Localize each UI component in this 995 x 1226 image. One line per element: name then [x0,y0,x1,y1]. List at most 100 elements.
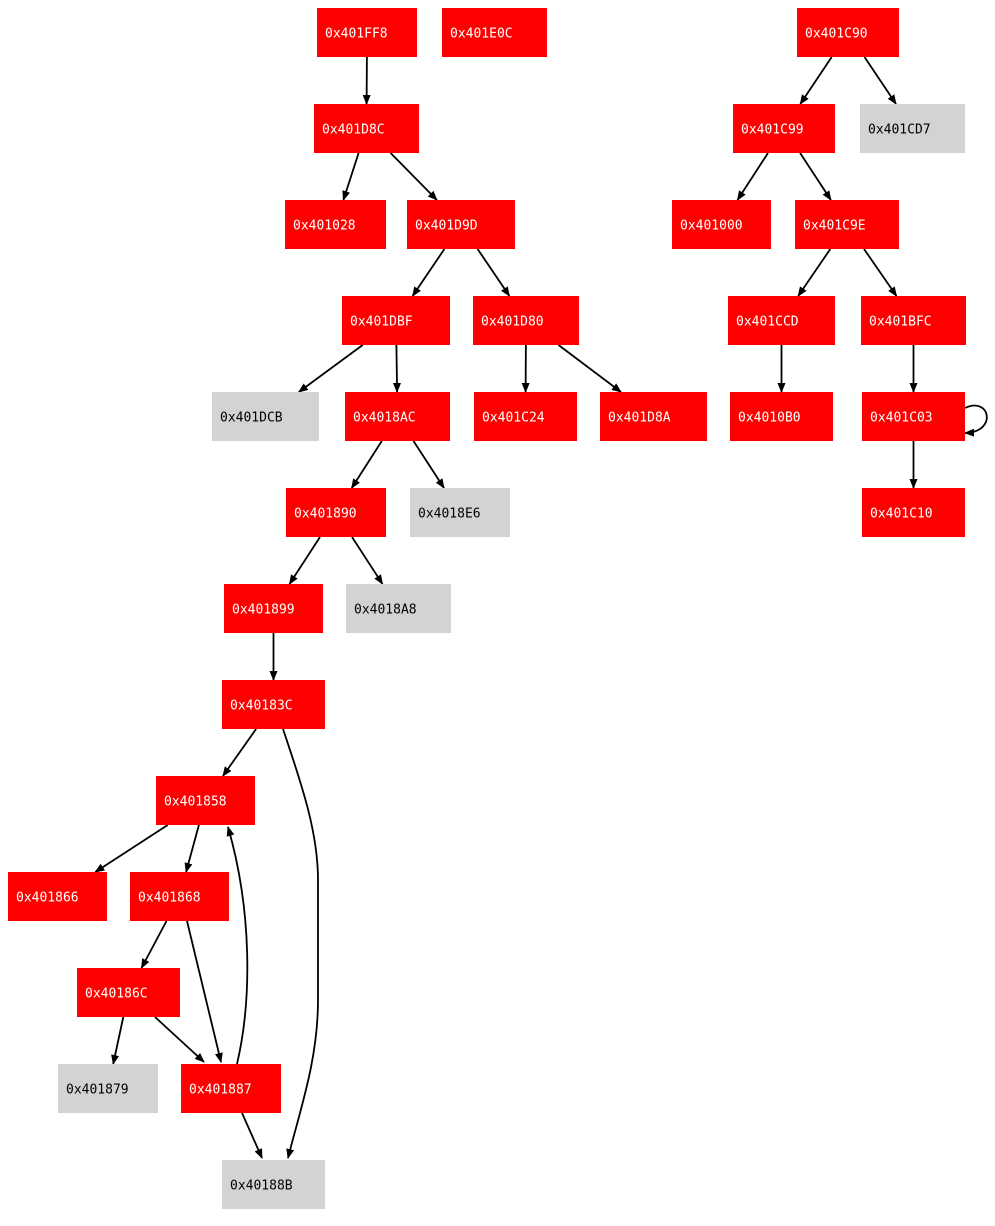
nodes-layer: 0x401FF8 0x401E0C 0x401C90 0x401D8C 0x401C99… [8,8,966,1209]
edge-401C90-to-401CD7 [863,56,897,105]
node-label: 0x401858 [164,795,227,810]
node-box [672,200,771,249]
edges-layer [94,56,988,1159]
node-box [286,488,386,537]
edge-401887-to-401858 [226,826,249,1065]
node-box [58,1064,158,1113]
node-label: 0x401866 [16,891,79,906]
node-box [410,488,510,537]
edge-401C9E-to-401BFC [863,248,898,297]
node-401bfc[interactable]: 0x401BFC [861,296,966,345]
node-box [222,1160,325,1209]
edge-401D9D-to-401DBF [411,248,446,297]
edge-401C90-to-401C99 [799,56,833,105]
node-label: 0x401C9E [803,219,866,234]
node-box [795,200,899,249]
node-401c9e[interactable]: 0x401C9E [795,200,899,249]
edge-401D80-to-401D8A [557,344,622,393]
node-401c10[interactable]: 0x401C10 [862,488,965,537]
node-label: 0x401CD7 [868,123,931,138]
node-40188b[interactable]: 0x40188B [222,1160,325,1209]
node-401c99[interactable]: 0x401C99 [733,104,835,153]
node-401c03[interactable]: 0x401C03 [862,392,965,441]
node-4010b0[interactable]: 0x4010B0 [730,392,833,441]
node-401c90[interactable]: 0x401C90 [797,8,899,57]
node-label: 0x401879 [66,1083,129,1098]
node-401866[interactable]: 0x401866 [8,872,107,921]
edge-401858-to-401868 [184,824,200,873]
edge-401D8C-to-401028 [342,152,360,201]
node-box [861,296,966,345]
edge-401D8C-to-401D9D [389,152,438,201]
node-401c24[interactable]: 0x401C24 [474,392,577,441]
edge-401D9D-to-401D80 [476,248,511,297]
node-label: 0x4018AC [353,411,416,426]
node-401890[interactable]: 0x401890 [286,488,386,537]
node-box [600,392,707,441]
node-label: 0x401D9D [415,219,478,234]
node-label: 0x401FF8 [325,27,388,42]
node-401dcb[interactable]: 0x401DCB [212,392,319,441]
node-label: 0x40188B [230,1179,293,1194]
node-box [212,392,319,441]
node-box [474,392,577,441]
node-401d80[interactable]: 0x401D80 [473,296,579,345]
node-label: 0x401890 [294,507,357,522]
node-401d8c[interactable]: 0x401D8C [314,104,419,153]
edge-40183C-to-401858 [222,728,257,777]
node-401858[interactable]: 0x401858 [156,776,255,825]
node-40183c[interactable]: 0x40183C [222,680,325,729]
node-40186c[interactable]: 0x40186C [77,968,180,1017]
node-box [222,680,325,729]
node-box [317,8,417,57]
node-4018e6[interactable]: 0x4018E6 [410,488,510,537]
node-401887[interactable]: 0x401887 [181,1064,281,1113]
node-401868[interactable]: 0x401868 [130,872,229,921]
edge-401DBF-to-401DCB [297,344,364,393]
node-401d9d[interactable]: 0x401D9D [407,200,515,249]
node-label: 0x401028 [293,219,356,234]
node-4018a8[interactable]: 0x4018A8 [346,584,451,633]
node-401ccd[interactable]: 0x401CCD [728,296,835,345]
node-box [733,104,835,153]
node-box [346,584,451,633]
node-label: 0x401887 [189,1083,252,1098]
node-label: 0x401C99 [741,123,804,138]
node-4018ac[interactable]: 0x4018AC [345,392,450,441]
node-401879[interactable]: 0x401879 [58,1064,158,1113]
node-label: 0x4010B0 [738,411,801,426]
node-401cd7[interactable]: 0x401CD7 [860,104,965,153]
node-box [342,296,450,345]
edge-401C9E-to-401CCD [797,248,832,297]
node-box [285,200,386,249]
edge-40186C-to-401887 [154,1016,205,1063]
node-label: 0x4018A8 [354,603,417,618]
node-401ff8[interactable]: 0x401FF8 [317,8,417,57]
node-box [314,104,419,153]
node-401000[interactable]: 0x401000 [672,200,771,249]
node-401899[interactable]: 0x401899 [224,584,323,633]
node-label: 0x401C24 [482,411,545,426]
node-label: 0x401D8C [322,123,385,138]
node-label: 0x401D8A [608,411,671,426]
node-box [8,872,107,921]
node-box [797,8,899,57]
node-label: 0x401DBF [350,315,413,330]
node-label: 0x401868 [138,891,201,906]
node-box [407,200,515,249]
node-401d8a[interactable]: 0x401D8A [600,392,707,441]
edge-401DBF-to-4018AC [392,344,401,393]
node-box [860,104,965,153]
edge-401C99-to-401000 [736,152,769,201]
node-label: 0x401BFC [869,315,932,330]
node-label: 0x401E0C [450,27,513,42]
node-label: 0x401899 [232,603,295,618]
node-box [156,776,255,825]
edge-401887-to-40188B [241,1112,263,1159]
edge-401858-to-401866 [94,824,169,873]
edge-401868-to-401887 [186,920,223,1063]
node-401dbf[interactable]: 0x401DBF [342,296,450,345]
node-401e0c[interactable]: 0x401E0C [442,8,547,57]
node-401028[interactable]: 0x401028 [285,200,386,249]
edge-401868-to-40186C [140,920,168,969]
